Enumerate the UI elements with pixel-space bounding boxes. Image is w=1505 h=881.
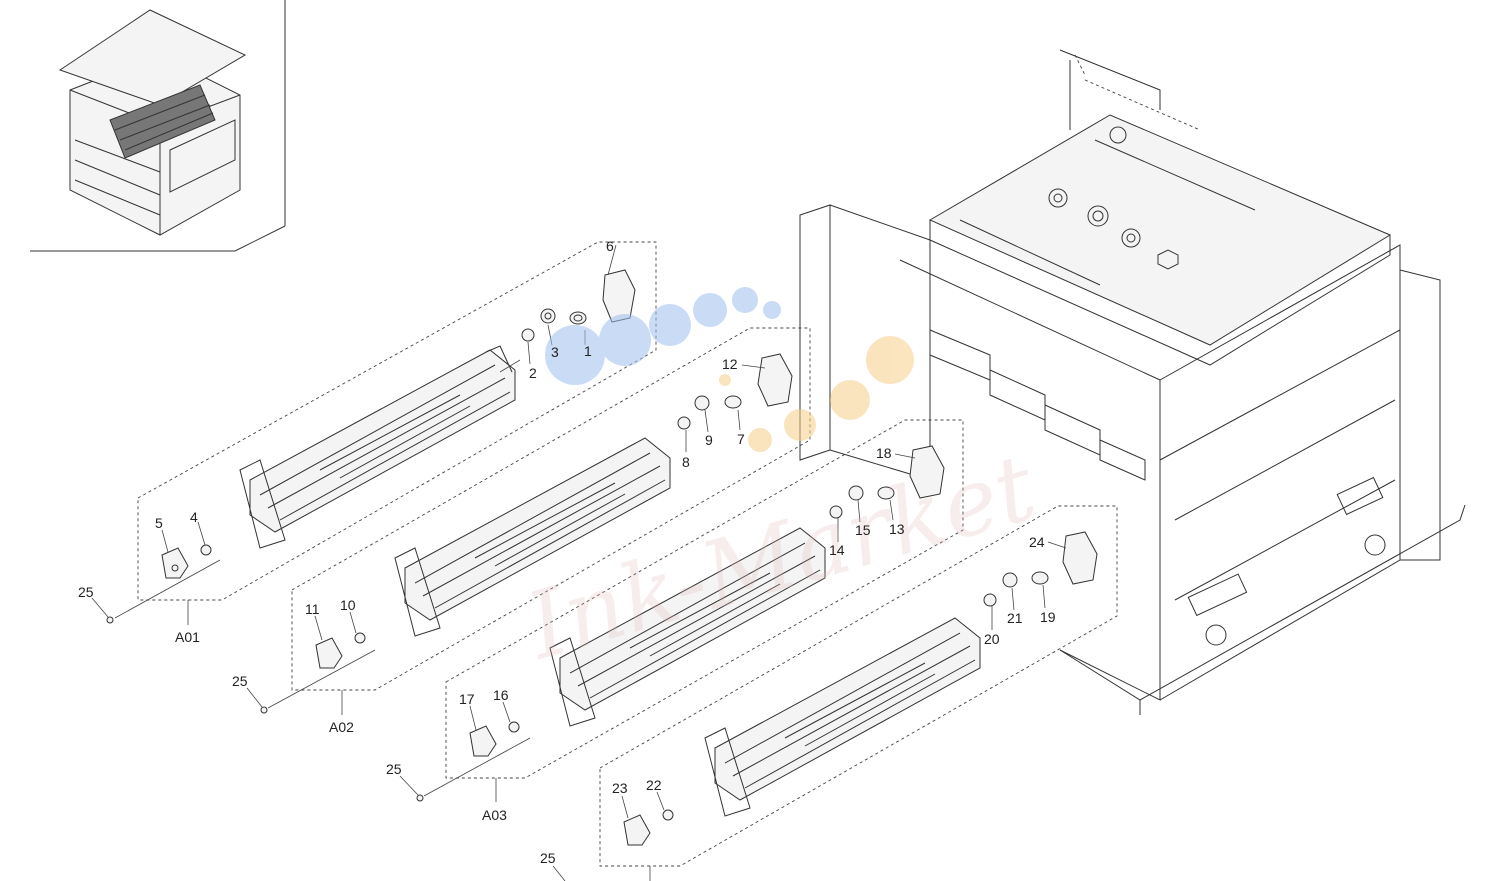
callout-25: 25 [540, 850, 556, 866]
printer-overview-inset [30, 0, 286, 252]
bushing-icon [521, 328, 535, 342]
callout-25: 25 [386, 761, 402, 777]
assembly-a02-outline [291, 327, 811, 691]
bushing-icon [569, 311, 587, 325]
watermark-dot [748, 428, 772, 452]
bushing-icon [1002, 572, 1018, 588]
bracket-icon [1062, 531, 1098, 585]
callout-6: 6 [606, 238, 614, 254]
callout-25: 25 [232, 673, 248, 689]
assembly-label-a01: A01 [175, 629, 200, 645]
bushing-icon [1031, 571, 1049, 585]
callout-12: 12 [722, 356, 738, 372]
callout-3: 3 [551, 344, 559, 360]
drum-unit-a02 [394, 437, 671, 637]
callout-9: 9 [705, 432, 713, 448]
gear-cover-icon [469, 725, 497, 757]
assembly-label-a03: A03 [482, 807, 507, 823]
watermark-dot [599, 314, 651, 366]
bushing-icon [877, 486, 895, 500]
callout-20: 20 [984, 631, 1000, 647]
watermark-dot [545, 325, 605, 385]
watermark-dot [763, 301, 781, 319]
callout-labels: 1 2 3 4 5 6 7 8 9 10 11 12 13 14 15 16 1… [78, 238, 1056, 866]
assembly-labels: A01 A02 A03 [175, 629, 507, 823]
watermark-dot [830, 380, 870, 420]
cartridge-slot-guides [929, 329, 1146, 481]
assembly-a04-outline [599, 505, 1118, 867]
drum-unit-a03 [549, 527, 826, 727]
screw-icon [416, 794, 424, 802]
gear-cover-icon [315, 637, 343, 669]
bushing-icon [508, 721, 520, 733]
callout-13: 13 [889, 521, 905, 537]
bushing-icon [677, 416, 691, 430]
bracket-icon [909, 445, 945, 499]
bushing-icon [848, 485, 864, 501]
bushing-icon [983, 593, 997, 607]
callout-18: 18 [876, 445, 892, 461]
callout-4: 4 [190, 509, 198, 525]
bushing-icon [724, 395, 742, 409]
screw-icon [260, 706, 268, 714]
leader-lines [91, 244, 1067, 881]
bushing-icon [200, 544, 212, 556]
bracket-icon [757, 353, 793, 407]
gear-cover-icon [623, 814, 651, 846]
bushing-icon [694, 395, 710, 411]
bushing-icon [540, 308, 556, 324]
watermark-dot [866, 336, 914, 384]
screw-icon [106, 616, 114, 624]
watermark-dot [693, 293, 727, 327]
callout-16: 16 [493, 687, 509, 703]
bushing-icon [662, 809, 674, 821]
callout-8: 8 [682, 454, 690, 470]
gear-cover-icon [161, 547, 189, 579]
callout-15: 15 [855, 522, 871, 538]
callout-10: 10 [340, 597, 356, 613]
callout-17: 17 [459, 691, 475, 707]
main-frame-chassis [799, 49, 1466, 715]
drum-unit-a01 [239, 345, 516, 549]
watermark-dot [649, 304, 691, 346]
assembly-a01-outline [137, 241, 657, 601]
drum-unit-a04 [704, 617, 981, 817]
callout-1: 1 [584, 343, 592, 359]
callout-25: 25 [78, 584, 94, 600]
bushing-icon [354, 632, 366, 644]
bracket-icon [602, 269, 636, 323]
top-gear-icons [1048, 126, 1179, 270]
callout-24: 24 [1029, 534, 1045, 550]
watermark-dot [719, 374, 731, 386]
callout-2: 2 [529, 365, 537, 381]
callout-21: 21 [1007, 610, 1023, 626]
assembly-label-a02: A02 [329, 719, 354, 735]
callout-5: 5 [155, 515, 163, 531]
watermark-dot [732, 287, 758, 313]
callout-11: 11 [305, 601, 320, 617]
small-parts [106, 269, 1098, 846]
callout-14: 14 [829, 542, 845, 558]
watermark-dot [784, 409, 816, 441]
assembly-a03-outline [445, 419, 964, 779]
callout-22: 22 [646, 777, 662, 793]
printer-body-icon [58, 9, 247, 236]
callout-19: 19 [1040, 609, 1056, 625]
callout-23: 23 [612, 780, 628, 796]
callout-7: 7 [737, 431, 745, 447]
bushing-icon [829, 505, 843, 519]
